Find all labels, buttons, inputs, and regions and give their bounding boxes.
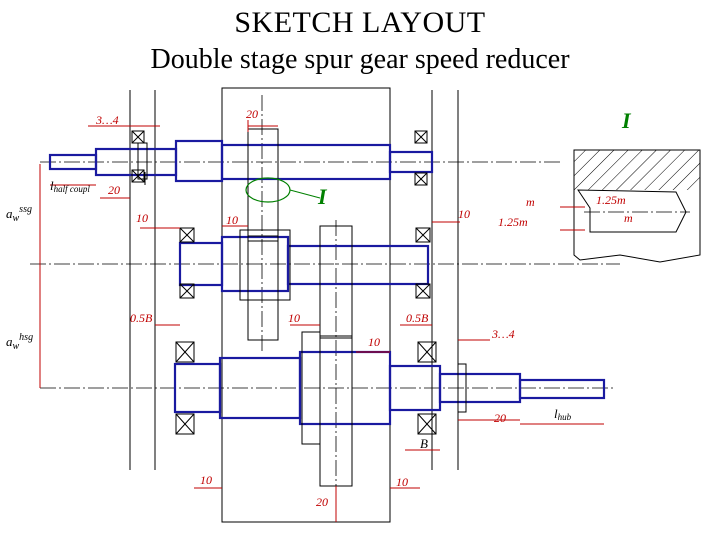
dim-3-4-right: 3…4 <box>491 327 515 341</box>
output-shaft <box>173 331 606 487</box>
intermediate-shaft <box>178 225 430 341</box>
dim-1-25m-a: 1.25m <box>596 193 626 207</box>
dimension-lines <box>39 120 604 522</box>
bearing-input-left <box>131 130 145 183</box>
dim-10-c: 10 <box>458 207 470 221</box>
dim-10-bottom-right: 10 <box>396 475 408 489</box>
dim-10-mid: 10 <box>288 311 300 325</box>
dim-B: B <box>420 436 428 451</box>
dim-3-4-top: 3…4 <box>95 113 119 127</box>
dim-10-bottom-left: 10 <box>200 473 212 487</box>
label-l-hub: lhub <box>554 406 572 422</box>
label-aw-hsg: awhsg <box>6 332 33 352</box>
dim-m-b: m <box>624 211 633 225</box>
dim-10-mid2: 10 <box>368 335 380 349</box>
detail-mark-circle: I <box>317 184 328 209</box>
dim-m: m <box>526 195 535 209</box>
detail-view-I <box>560 149 701 263</box>
detail-mark-top: I <box>621 108 632 133</box>
dim-20-bottom: 20 <box>316 495 328 509</box>
label-l-half-coupl: lhalf coupl <box>50 178 90 194</box>
bearing-input-right <box>414 130 428 186</box>
bearing-intermediate <box>179 227 431 299</box>
dim-20-top: 20 <box>246 107 258 121</box>
dim-10-b: 10 <box>226 213 238 227</box>
label-aw-ssg: awssg <box>6 204 32 224</box>
dim-0-5B-right: 0.5B <box>406 311 429 325</box>
dim-10-a: 10 <box>136 211 148 225</box>
housing-outline <box>221 87 391 523</box>
bearing-output <box>175 341 437 435</box>
dim-20-left: 20 <box>108 183 120 197</box>
dim-1-25m-b: 1.25m <box>498 215 528 229</box>
page-subtitle: Double stage spur gear speed reducer <box>150 44 570 75</box>
dim-0-5B-left: 0.5B <box>130 311 153 325</box>
detail-circle <box>245 177 291 203</box>
gear-2 <box>319 225 353 339</box>
page-title: SKETCH LAYOUT <box>234 6 486 39</box>
dim-20-right: 20 <box>494 411 506 425</box>
input-shaft <box>48 139 434 185</box>
